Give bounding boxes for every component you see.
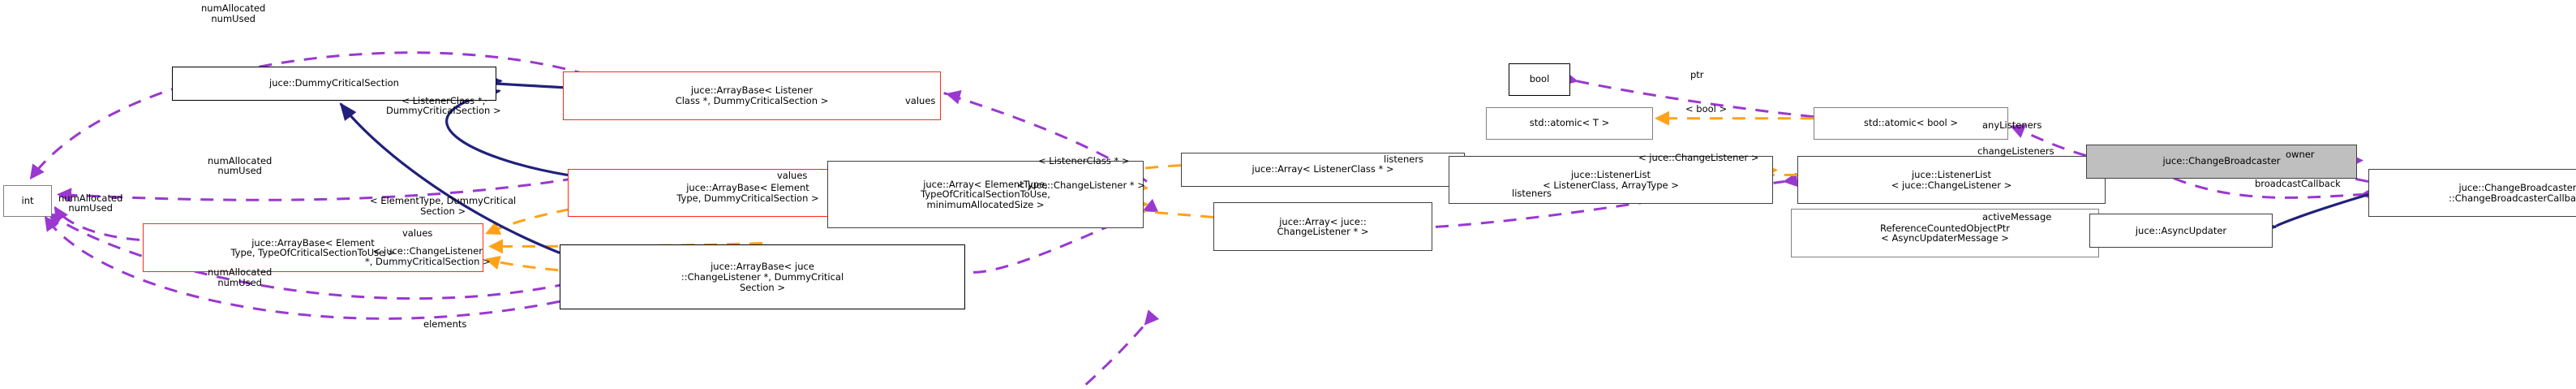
edge-label-lbl-bool-t: < bool > [1685,102,1728,115]
edge-label-lbl-mid-numalloc: numAllocated numUsed [208,154,273,177]
class-node-ab_changel[interactable]: juce::ArrayBase< juce ::ChangeListener *… [560,244,965,310]
class-node-ll_changel[interactable]: juce::ListenerList < juce::ChangeListene… [1797,155,2106,205]
class-node-changebroad[interactable]: juce::ChangeBroadcaster [2086,144,2357,179]
edge-label-lbl-elements: elements [423,318,467,331]
edge-label-lbl-activemessage: activeMessage [1982,211,2052,223]
class-node-atomic_t[interactable]: std::atomic< T > [1486,106,1653,140]
class-node-ab_listener[interactable]: juce::ArrayBase< Listener Class *, Dummy… [563,71,941,120]
edge-inherit-callback-async [2259,192,2369,235]
edge-label-lbl-elemtype-dcs: < ElementType, DummyCritical Section > [370,195,517,218]
edge-label-lbl-juce-changelistener: < juce::ChangeListener > [1638,151,1759,163]
edge-label-lbl-broadcastcallback: broadcastCallback [2255,177,2341,189]
class-node-arr_juce_cl[interactable]: juce::Array< juce:: ChangeListener * > [1213,202,1432,252]
edge-label-lbl-low-numalloc: numAllocated numUsed [208,266,273,288]
edge-label-lbl-values-2: values [777,169,808,181]
class-node-ll_generic[interactable]: juce::ListenerList < ListenerClass, Arra… [1449,155,1773,205]
class-node-arr_elem[interactable]: juce::Array< ElementType, TypeOfCritical… [827,160,1144,229]
edge-label-lbl-changelisteners: changeListeners [1977,145,2054,157]
class-node-dummycs[interactable]: juce::DummyCriticalSection [172,66,496,101]
class-node-arr_listener[interactable]: juce::Array< ListenerClass * > [1181,152,1465,187]
edge-elements [1079,309,1160,389]
class-node-atomic_bool[interactable]: std::atomic< bool > [1814,106,2008,140]
edge-label-lbl-juce-cl-t: < juce::ChangeListener * > [1017,179,1145,191]
class-node-ab_elem_tocs[interactable]: juce::ArrayBase< Element Type, TypeOfCri… [143,223,483,273]
edge-label-lbl-int-numalloc: numAllocated numUsed [58,192,123,214]
edge-label-lbl-anylisteners: anyListeners [1982,119,2042,131]
edge-label-lbl-changelistener-dcs: < juce::ChangeListener *, DummyCriticalS… [365,245,491,267]
edge-label-lbl-top-numalloc: numAllocated numUsed [201,2,266,24]
class-node-refptr[interactable]: ReferenceCountedObjectPtr < AsyncUpdater… [1791,209,2099,258]
edge-label-lbl-ptr: ptr [1690,68,1704,80]
class-node-int[interactable]: int [3,184,52,218]
edge-label-lbl-owner: owner [2286,148,2315,160]
edge-label-lbl-listenerclass-t: < ListenerClass * > [1038,154,1130,166]
class-node-bool[interactable]: bool [1509,63,1570,96]
class-node-asyncupdater[interactable]: juce::AsyncUpdater [2089,214,2273,249]
edge-label-lbl-values-3: values [402,227,433,240]
edge-label-lbl-values-1: values [905,94,936,106]
edge-label-lbl-listeners-2: listeners [1512,187,1552,199]
edge-label-lbl-listenerclass-dcs: < ListenerClass *, DummyCriticalSection … [386,94,501,117]
class-node-cb_callback[interactable]: juce::ChangeBroadcaster ::ChangeBroadcas… [2368,168,2576,218]
edge-label-lbl-listeners-1: listeners [1384,153,1424,165]
